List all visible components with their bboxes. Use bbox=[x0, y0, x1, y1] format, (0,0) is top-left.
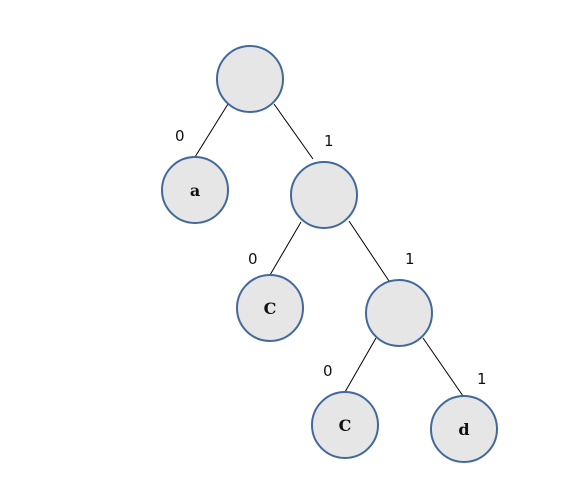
node-label: C bbox=[339, 416, 352, 435]
node-label: d bbox=[458, 420, 469, 439]
edge-labels: 0 1 0 1 0 1 bbox=[175, 127, 487, 388]
node-circle bbox=[365, 279, 433, 347]
node-circle bbox=[290, 161, 358, 229]
edge-label-root-n1: 1 bbox=[324, 132, 334, 150]
tree-node-c2: C bbox=[311, 391, 379, 459]
edge-n1-c1 bbox=[269, 221, 302, 276]
edges bbox=[194, 103, 464, 397]
node-circle bbox=[311, 391, 379, 459]
tree-node-root bbox=[216, 45, 284, 113]
nodes: a C C d bbox=[161, 45, 498, 463]
tree-node-n11 bbox=[365, 279, 433, 347]
edge-label-root-a: 0 bbox=[175, 127, 185, 145]
edge-n11-c2 bbox=[344, 337, 377, 393]
node-label: C bbox=[264, 299, 277, 318]
node-circle bbox=[216, 45, 284, 113]
node-label: a bbox=[190, 181, 200, 200]
edge-label-n1-c1: 0 bbox=[248, 250, 258, 268]
tree-node-a: a bbox=[161, 156, 229, 224]
edge-root-n1 bbox=[273, 103, 314, 160]
edge-label-n11-d: 1 bbox=[477, 370, 487, 388]
edge-label-n11-c2: 0 bbox=[323, 362, 333, 380]
node-circle bbox=[430, 395, 498, 463]
node-circle bbox=[161, 156, 229, 224]
tree-node-d: d bbox=[430, 395, 498, 463]
edge-label-n1-n11: 1 bbox=[405, 250, 415, 268]
edge-root-a bbox=[194, 103, 229, 158]
edge-n11-d bbox=[422, 337, 464, 397]
tree-node-n1 bbox=[290, 161, 358, 229]
node-circle bbox=[236, 274, 304, 342]
edge-n1-n11 bbox=[348, 220, 390, 282]
tree-node-c1: C bbox=[236, 274, 304, 342]
